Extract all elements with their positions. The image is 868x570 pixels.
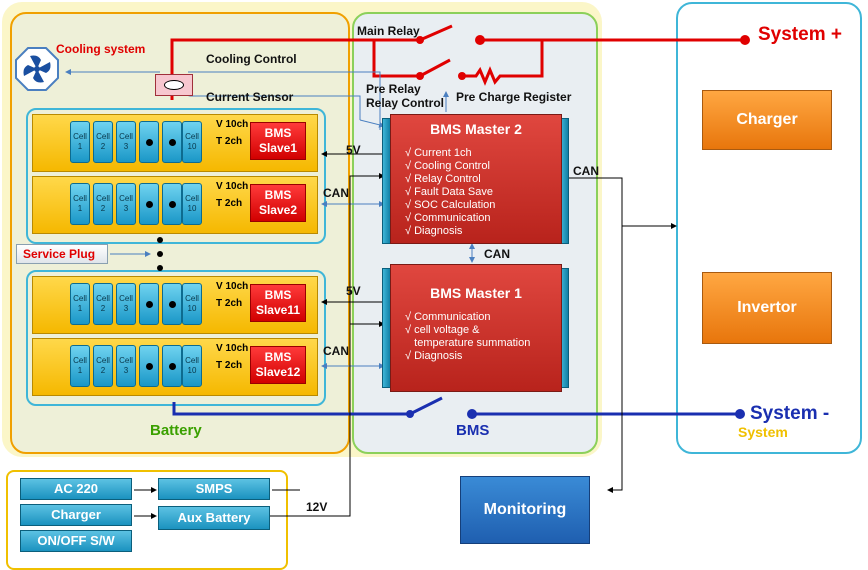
- system-minus-label: System -: [750, 403, 830, 424]
- cooling-control-label: Cooling Control: [206, 52, 297, 66]
- aux-battery-label: Aux Battery: [177, 510, 251, 525]
- onoff-switch-box: ON/OFF S/W: [20, 530, 132, 552]
- voltage-channel-label: V 10ch: [216, 181, 249, 192]
- smps-label: SMPS: [195, 481, 233, 496]
- ac220-label: AC 220: [53, 481, 99, 496]
- master2-title: BMS Master 2: [430, 121, 522, 137]
- feature-item: √ Diagnosis: [405, 225, 463, 237]
- master2-feature-list: √ Current 1ch√ Cooling Control√ Relay Co…: [405, 147, 495, 238]
- feature-item: √ Communication: [405, 212, 491, 224]
- vt-channel-labels: V 10ch T 2ch: [216, 116, 248, 150]
- feature-item: √ Fault Data Save: [405, 186, 493, 198]
- invertor-box: Invertor: [702, 272, 832, 344]
- bms-master-1: BMS Master 1 √ Communication√ cell volta…: [390, 264, 562, 392]
- pre-relay-label: Pre Relay: [366, 82, 421, 96]
- onoff-switch-label: ON/OFF S/W: [37, 533, 115, 548]
- module-group-top: [26, 108, 326, 244]
- cell-placeholder: [162, 283, 182, 325]
- feature-item: √ SOC Calculation: [405, 199, 496, 211]
- five-v-label-top: 5V: [346, 143, 361, 157]
- feature-item: √ Current 1ch: [405, 147, 472, 159]
- battery-label: Battery: [150, 422, 202, 439]
- master-can-label: CAN: [484, 247, 510, 261]
- cell-placeholder: [139, 345, 159, 387]
- pre-charge-register-label: Pre Charge Register: [456, 90, 572, 104]
- module-group-bottom: [26, 270, 326, 406]
- system-sub-label: System: [738, 424, 788, 440]
- voltage-channel-label: V 10ch: [216, 119, 249, 130]
- cooling-fan-icon: [14, 46, 60, 92]
- cell-placeholder: [139, 283, 159, 325]
- invertor-label: Invertor: [737, 299, 797, 316]
- vt-channel-labels: V 10ch T 2ch: [216, 278, 248, 312]
- feature-item: √ cell voltage &: [405, 324, 480, 336]
- relay-control-label: Relay Control: [366, 96, 445, 110]
- temperature-channel-label: T 2ch: [216, 360, 243, 371]
- temperature-channel-label: T 2ch: [216, 198, 243, 209]
- charger-box: Charger: [702, 90, 832, 150]
- vt-channel-labels: V 10ch T 2ch: [216, 340, 248, 374]
- can-label-top: CAN: [323, 186, 349, 200]
- charger-power-label: Charger: [51, 507, 101, 522]
- service-plug: Service Plug: [16, 244, 108, 264]
- cell-placeholder: [162, 183, 182, 225]
- feature-item: √ Relay Control: [405, 173, 481, 185]
- aux-battery-box: Aux Battery: [158, 506, 270, 530]
- main-relay-label: Main Relay: [357, 24, 420, 38]
- master1-feature-list: √ Communication√ cell voltage & temperat…: [405, 311, 530, 363]
- master1-title: BMS Master 1: [430, 285, 522, 301]
- smps-box: SMPS: [158, 478, 270, 500]
- feature-item: √ Communication: [405, 311, 491, 323]
- five-v-label-bottom: 5V: [346, 284, 361, 298]
- charger-power-box: Charger: [20, 504, 132, 526]
- right-can-label: CAN: [573, 164, 599, 178]
- ac220-box: AC 220: [20, 478, 132, 500]
- monitoring-label: Monitoring: [483, 501, 567, 518]
- feature-item: temperature summation: [405, 337, 531, 349]
- cell-placeholder: [162, 121, 182, 163]
- temperature-channel-label: T 2ch: [216, 298, 243, 309]
- current-sensor-label: Current Sensor: [206, 90, 294, 104]
- current-sensor: [155, 74, 193, 96]
- twelve-v-label: 12V: [306, 500, 328, 514]
- cooling-system-label: Cooling system: [56, 42, 146, 56]
- cell-placeholder: [139, 121, 159, 163]
- cell-placeholder: [162, 345, 182, 387]
- charger-label: Charger: [736, 111, 798, 128]
- vt-channel-labels: V 10ch T 2ch: [216, 178, 248, 212]
- can-label-bottom: CAN: [323, 344, 349, 358]
- monitoring-box: Monitoring: [460, 476, 590, 544]
- temperature-channel-label: T 2ch: [216, 136, 243, 147]
- voltage-channel-label: V 10ch: [216, 281, 249, 292]
- system-panel: [676, 2, 862, 454]
- feature-item: √ Cooling Control: [405, 160, 490, 172]
- cell-placeholder: [139, 183, 159, 225]
- service-plug-label: Service Plug: [23, 247, 96, 261]
- bms-label: BMS: [456, 422, 490, 439]
- bms-master-2: BMS Master 2 √ Current 1ch√ Cooling Cont…: [390, 114, 562, 244]
- voltage-channel-label: V 10ch: [216, 343, 249, 354]
- system-plus-label: System +: [758, 24, 842, 45]
- feature-item: √ Diagnosis: [405, 350, 463, 362]
